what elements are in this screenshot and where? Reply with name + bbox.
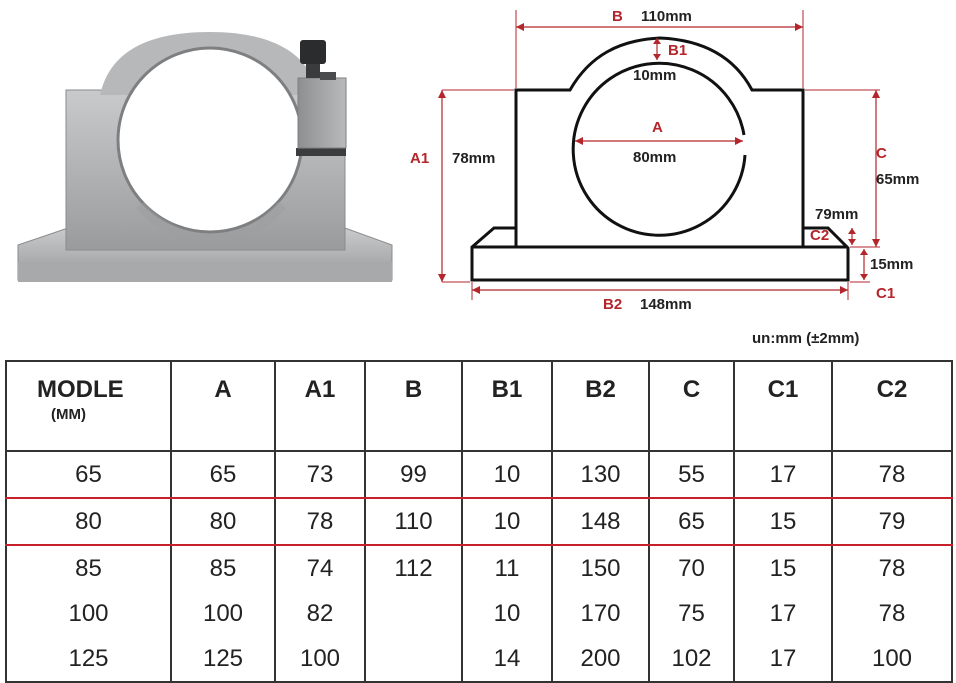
label-b-value: 110mm (641, 8, 692, 25)
label-c1-value: 15mm (870, 256, 913, 273)
cell-b1: 10 (461, 498, 553, 546)
header-c: C (648, 360, 735, 452)
cell-model: 125 (5, 636, 172, 683)
header-model-sub: (MM) (51, 406, 86, 423)
cell-a: 65 (170, 450, 276, 499)
cell-a1: 78 (274, 498, 366, 546)
cell-b (364, 591, 463, 636)
cell-a1: 100 (274, 636, 366, 683)
header-b1: B1 (461, 360, 553, 452)
label-c-value: 65mm (876, 171, 919, 188)
cell-b (364, 636, 463, 683)
cell-b2: 148 (551, 498, 650, 546)
bore-circle (571, 61, 747, 237)
header-c2: C2 (831, 360, 953, 452)
cell-b2: 150 (551, 545, 650, 591)
label-c-letter: C (876, 145, 887, 162)
cell-model: 85 (5, 545, 172, 591)
cell-c1: 15 (733, 545, 833, 591)
cell-c2: 79 (831, 498, 953, 546)
cell-b: 110 (364, 498, 463, 546)
cell-model: 100 (5, 591, 172, 636)
cell-a: 100 (170, 591, 276, 636)
cell-b1: 10 (461, 591, 553, 636)
cell-c2: 78 (831, 450, 953, 499)
cell-c: 55 (648, 450, 735, 499)
cell-a: 85 (170, 545, 276, 591)
header-a1: A1 (274, 360, 366, 452)
cell-b1: 10 (461, 450, 553, 499)
header-a: A (170, 360, 276, 452)
label-a-value: 80mm (633, 149, 676, 166)
label-b-letter: B (612, 8, 623, 25)
label-b2-value: 148mm (640, 296, 692, 313)
unit-note: un:mm (±2mm) (752, 330, 860, 347)
bolt-head-icon (300, 40, 326, 64)
dimension-drawing: B 110mm B1 10mm A 80mm A1 78mm C 65mm 79… (410, 8, 919, 313)
cell-a: 80 (170, 498, 276, 546)
cell-a1: 82 (274, 591, 366, 636)
label-c2-value: 79mm (815, 206, 858, 223)
cell-a1: 73 (274, 450, 366, 499)
label-c2-letter: C2 (810, 227, 829, 244)
header-c1: C1 (733, 360, 833, 452)
cell-model: 80 (5, 498, 172, 546)
cell-c: 70 (648, 545, 735, 591)
cell-model: 65 (5, 450, 172, 499)
cell-c1: 17 (733, 636, 833, 683)
cell-c2: 78 (831, 591, 953, 636)
label-a1-value: 78mm (452, 150, 495, 167)
label-a-letter: A (652, 119, 663, 136)
cell-c: 65 (648, 498, 735, 546)
label-a1-letter: A1 (410, 150, 429, 167)
cell-c1: 15 (733, 498, 833, 546)
cell-c1: 17 (733, 591, 833, 636)
cell-c2: 100 (831, 636, 953, 683)
cell-b: 99 (364, 450, 463, 499)
product-photo (17, 32, 393, 282)
clamp-outline (470, 36, 850, 282)
label-c1-letter: C1 (876, 285, 895, 302)
table-header-row: MODLE (MM) A A1 B B1 B2 C C1 C2 (5, 360, 953, 452)
header-b2: B2 (551, 360, 650, 452)
cell-a: 125 (170, 636, 276, 683)
cell-c: 102 (648, 636, 735, 683)
cell-b: 112 (364, 545, 463, 591)
cell-c: 75 (648, 591, 735, 636)
cell-c1: 17 (733, 450, 833, 499)
label-b1-letter: B1 (668, 42, 687, 59)
cell-a1: 74 (274, 545, 366, 591)
header-model: MODLE (MM) (5, 360, 172, 452)
cell-c2: 78 (831, 545, 953, 591)
clamp-photo (17, 32, 393, 282)
cell-b1: 14 (461, 636, 553, 683)
cell-b2: 130 (551, 450, 650, 499)
cell-b2: 200 (551, 636, 650, 683)
cell-b1: 11 (461, 545, 553, 591)
header-b: B (364, 360, 463, 452)
cell-b2: 170 (551, 591, 650, 636)
label-b2-letter: B2 (603, 296, 622, 313)
label-b1-value: 10mm (633, 67, 676, 84)
